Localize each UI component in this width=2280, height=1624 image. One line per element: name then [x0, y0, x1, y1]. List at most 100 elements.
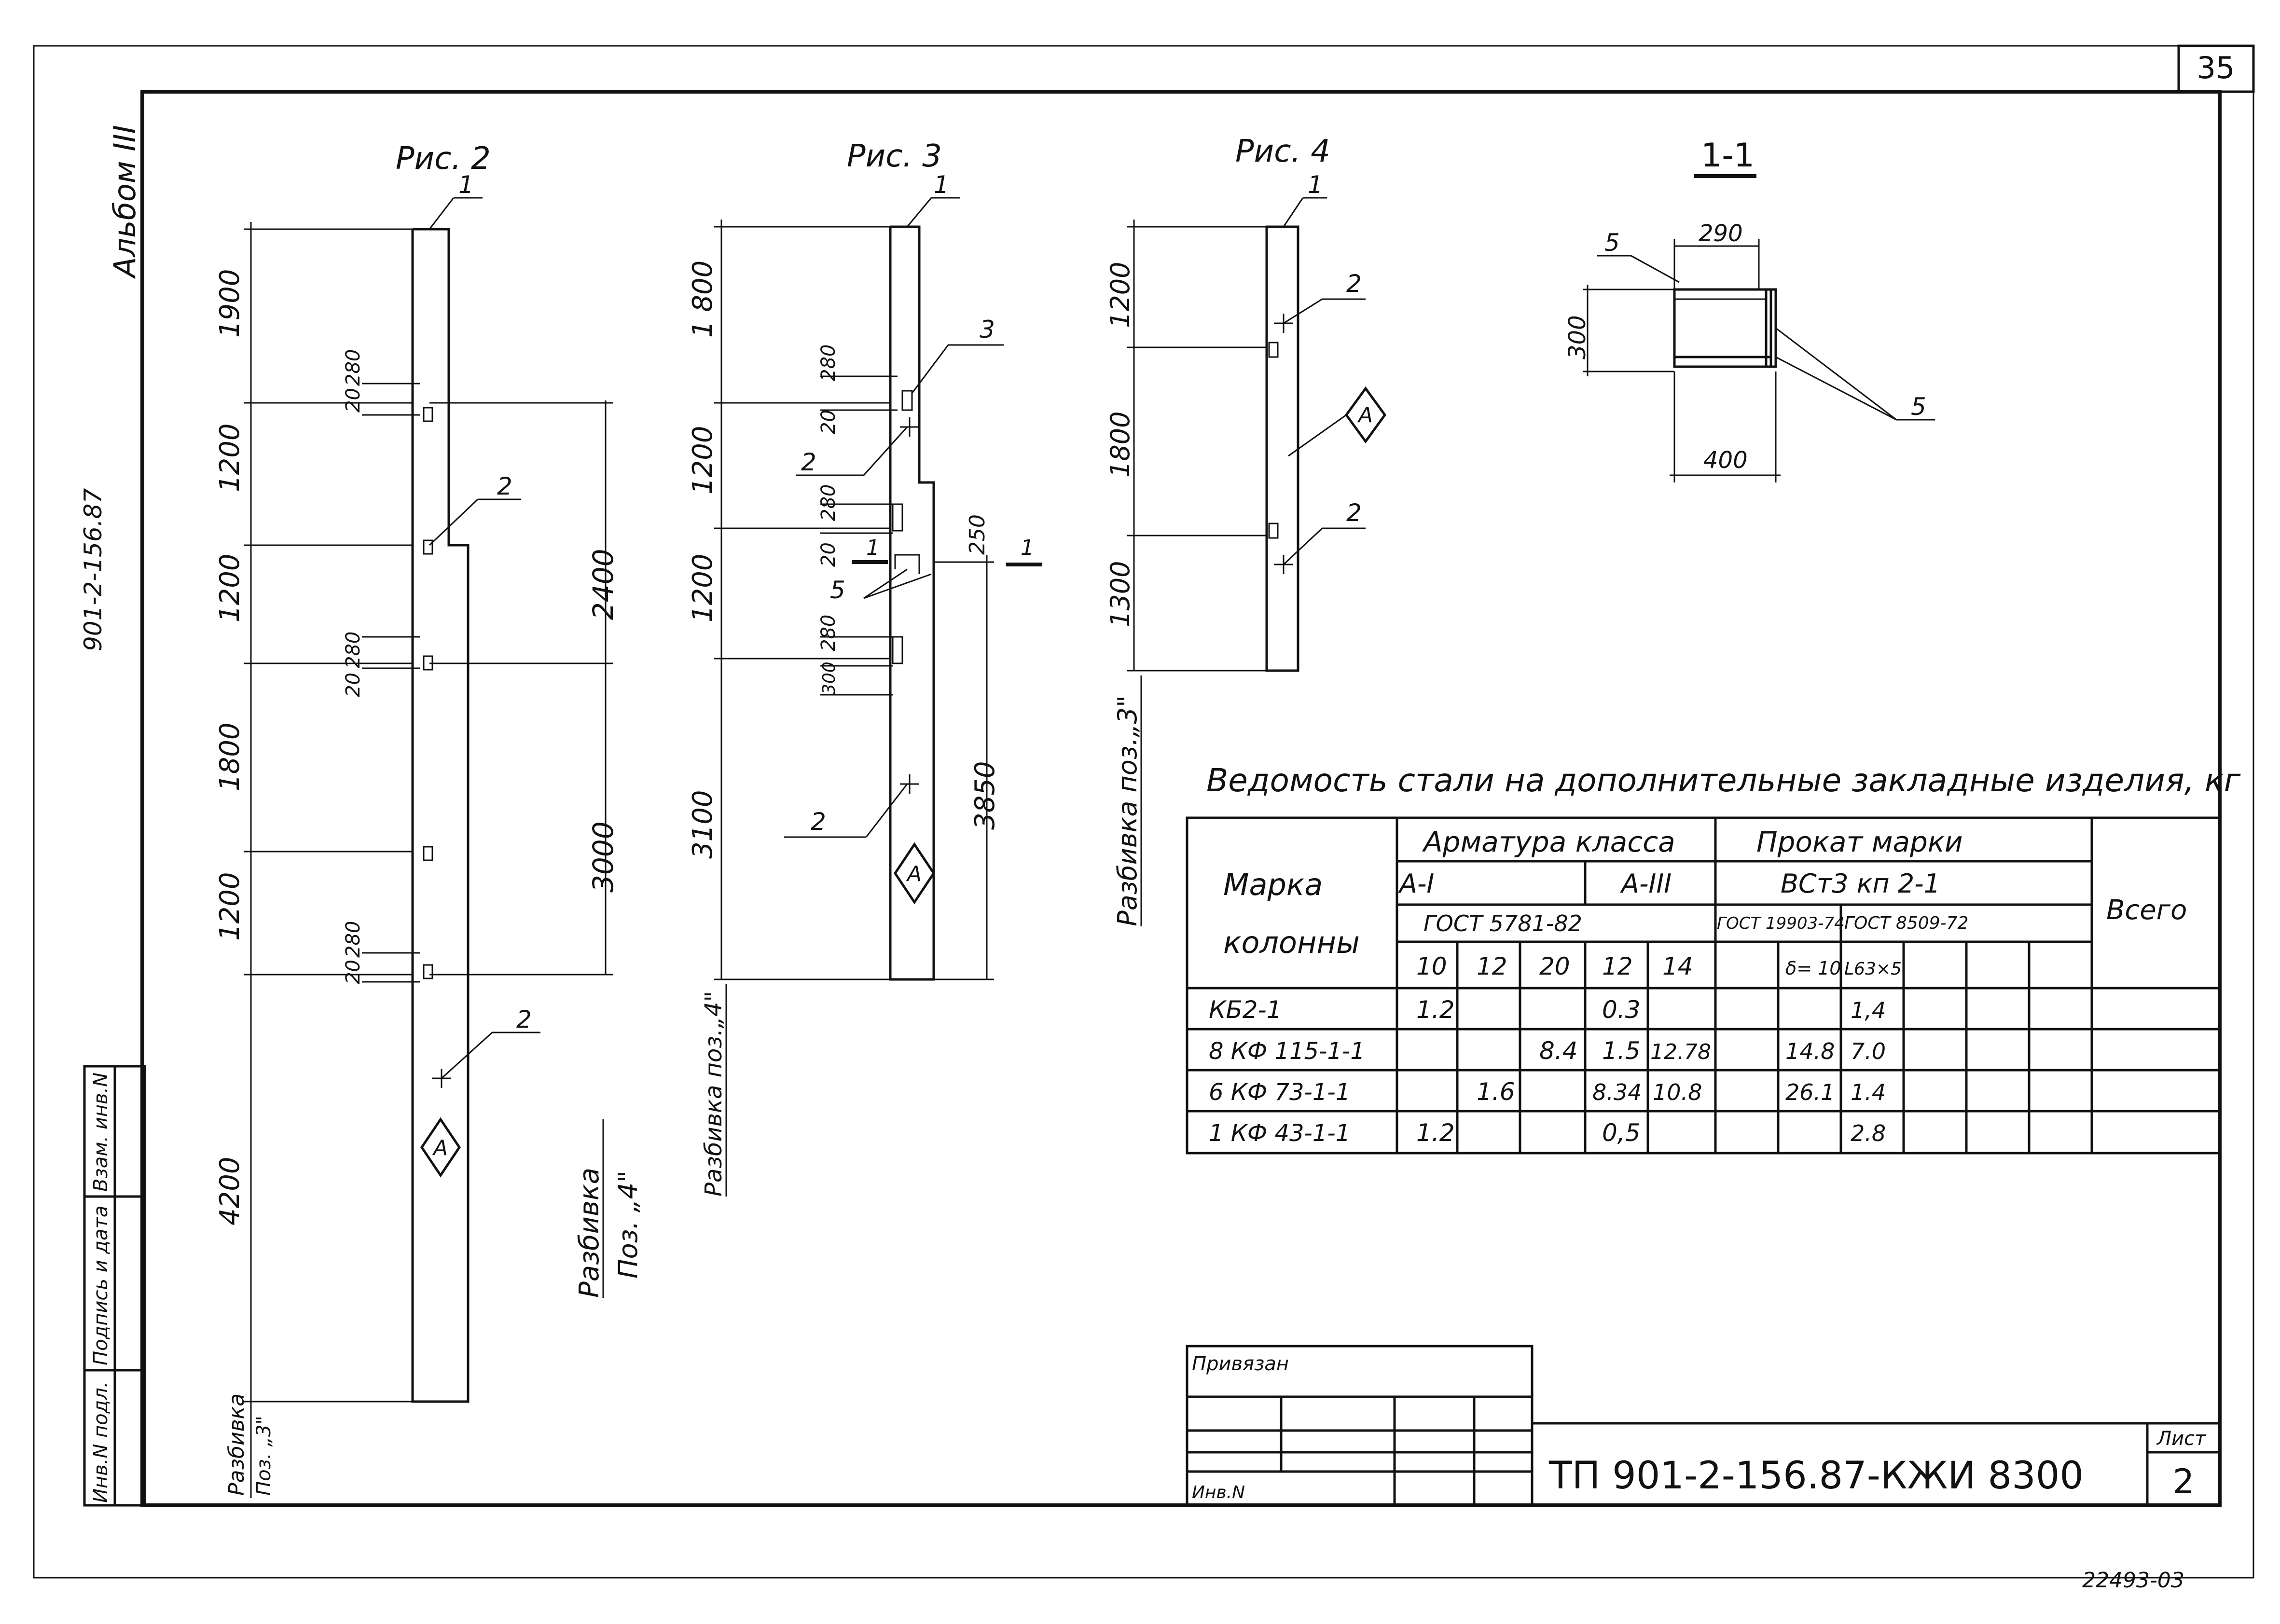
fig3-dim-3: 1200: [687, 553, 719, 622]
fig4-dim-1: 1200: [1105, 262, 1135, 328]
th-gost-c: ГОСТ 8509-72: [1844, 913, 1968, 933]
fig2-rdim-1: 2400: [587, 549, 620, 620]
th-mark-2: колонны: [1223, 925, 1360, 960]
row4-l63: 2.8: [1851, 1120, 1886, 1146]
th-prokat: Прокат марки: [1756, 826, 1963, 858]
row2-mark: 8 КФ 115-1-1: [1209, 1038, 1365, 1065]
row2-l63: 7.0: [1851, 1038, 1886, 1064]
fig3-small-20: 20: [817, 410, 840, 434]
row2-d14: 12.78: [1650, 1040, 1711, 1064]
strip-podpis: Подпись и дата: [90, 1206, 112, 1365]
section-dim-300: 300: [1564, 315, 1591, 359]
fig2-bottom-marking: Разбивка: [224, 1393, 249, 1496]
th-sub-12: 12: [1477, 952, 1507, 980]
fig2-small-20c: 20: [342, 960, 364, 984]
row3-p10: 26.1: [1785, 1079, 1835, 1105]
fig2-dim-1: 1900: [214, 269, 246, 338]
fig4-dim-2: 1800: [1105, 412, 1135, 478]
fig2-rdim-2: 3000: [587, 821, 620, 893]
title-stamp: Привязан Инв.N ТП 901-2-156.87-КЖИ 8300 …: [1186, 1345, 2220, 1507]
stamp-sheet-label: Лист: [2156, 1428, 2207, 1450]
th-gost-b: ГОСТ 19903-74: [1717, 914, 1845, 933]
left-title-strip: Инв.N подл. Подпись и дата Взам. инв.N: [83, 1065, 146, 1507]
fig3-diamond-letter: А: [906, 862, 922, 886]
fig4-title: Рис. 4: [1235, 134, 1330, 169]
th-total: Всего: [2106, 895, 2187, 926]
fig2-small-280b: 280: [342, 632, 364, 668]
fig3-leader-1: 1: [934, 171, 949, 199]
figure-3: Рис. 3 1 800 1200 1200 3100 250 3850 280…: [687, 138, 1042, 1197]
fig2-small-20b: 20: [342, 673, 364, 697]
row1-d12: 0.3: [1602, 996, 1641, 1024]
side-code: 901-2-156.87: [79, 488, 107, 651]
section-1-1: 1-1 290 300 400 5 5: [1564, 137, 1935, 482]
fig3-small-280c: 280: [817, 615, 840, 651]
row2-p10: 14.8: [1785, 1038, 1835, 1064]
row3-l63: 1.4: [1851, 1079, 1886, 1105]
fig4-dim-3: 1300: [1105, 561, 1135, 627]
table-row: КБ2-1 1.2 0.3 1,4: [1209, 996, 1886, 1024]
fig3-title: Рис. 3: [847, 138, 942, 174]
strip-vzam: Взам. инв.N: [90, 1073, 112, 1192]
fig3-leader-3: 3: [980, 316, 995, 344]
fig2-leader-3: 2: [516, 1005, 532, 1033]
sheet-corner-number: 35: [2197, 50, 2235, 85]
row3-mark: 6 КФ 73-1-1: [1209, 1079, 1350, 1106]
fig3-small-20b: 20: [817, 542, 840, 567]
fig4-leader-2: 2: [1346, 270, 1362, 298]
th-mark-1: Марка: [1223, 867, 1323, 902]
row3-d14: 10.8: [1653, 1079, 1702, 1105]
fig4-bottom-marking: Разбивка поз.„3": [1112, 695, 1143, 926]
steel-table: Ведомость стали на дополнительные заклад…: [1186, 762, 2241, 1155]
fig3-small-280b: 280: [817, 484, 840, 521]
th-a3: А-III: [1620, 868, 1672, 899]
fig4-leader-2b: 2: [1346, 499, 1362, 527]
fig2-leader-2: 2: [497, 472, 512, 500]
fig3-leader-5: 5: [830, 576, 845, 604]
fig4-leader-1: 1: [1308, 171, 1323, 199]
fig3-dim-2: 1200: [687, 426, 719, 495]
fig3-diamond: [893, 842, 936, 905]
fig2-dim-2: 1200: [214, 423, 246, 492]
fig3-small-300: 300: [819, 661, 839, 695]
figure-2: Рис. 2 1900 1200 1200 1800 1200 4200 240…: [214, 141, 643, 1498]
outer-frame: [33, 45, 2254, 1579]
fig2-bottom-marking-pos: Поз. „3": [253, 1416, 275, 1496]
fig2-dim-4: 1800: [214, 722, 246, 791]
fig2-small-280c: 280: [342, 921, 364, 958]
row4-d12: 0,5: [1602, 1119, 1641, 1147]
stamp-doc-code: ТП 901-2-156.87-КЖИ 8300: [1548, 1454, 2084, 1498]
section-dim-290: 290: [1699, 220, 1743, 247]
album-label: Альбом III: [107, 125, 142, 279]
fig2-diamond-letter: А: [432, 1136, 448, 1160]
table-row: 6 КФ 73-1-1 1.6 8.34 10.8 26.1 1.4: [1209, 1078, 1886, 1106]
row1-mark: КБ2-1: [1209, 996, 1282, 1024]
stamp-sheet-num: 2: [2173, 1462, 2195, 1501]
stamp-privyazan: Привязан: [1192, 1353, 1289, 1375]
fig3-rdim-1: 250: [965, 514, 990, 555]
table-row: 1 КФ 43-1-1 1.2 0,5 2.8: [1209, 1119, 1886, 1147]
row3-d12: 8.34: [1592, 1079, 1642, 1105]
section-leader-5b: 5: [1911, 393, 1926, 421]
th-a1: А-I: [1398, 868, 1434, 899]
inner-frame: [140, 90, 2222, 1507]
fig2-diamond: [420, 1117, 461, 1178]
fig3-leader-2: 2: [801, 448, 816, 476]
th-gost-a: ГОСТ 5781-82: [1423, 910, 1582, 936]
strip-inv-podl: Инв.N подл.: [90, 1381, 112, 1503]
fig3-section-mark-left: 1: [866, 536, 880, 560]
row4-mark: 1 КФ 43-1-1: [1209, 1120, 1350, 1147]
bottom-code: 22493-03: [2082, 1568, 2184, 1593]
fig2-small-280: 280: [342, 349, 364, 386]
fig3-dim-4: 3100: [687, 790, 719, 859]
fig3-dim-1: 1 800: [687, 261, 719, 338]
th-sub-l63: L63×5: [1844, 959, 1902, 979]
section-leader-5a: 5: [1604, 229, 1620, 257]
th-vst: ВСт3 кп 2-1: [1781, 868, 1940, 899]
fig3-rdim-2: 3850: [969, 761, 1001, 830]
th-sub-delta: δ= 10: [1785, 958, 1841, 979]
table-title: Ведомость стали на дополнительные заклад…: [1206, 762, 2241, 799]
row4-c10: 1.2: [1416, 1119, 1455, 1147]
table-row: 8 КФ 115-1-1 8.4 1.5 12.78 14.8 7.0: [1209, 1037, 1886, 1065]
